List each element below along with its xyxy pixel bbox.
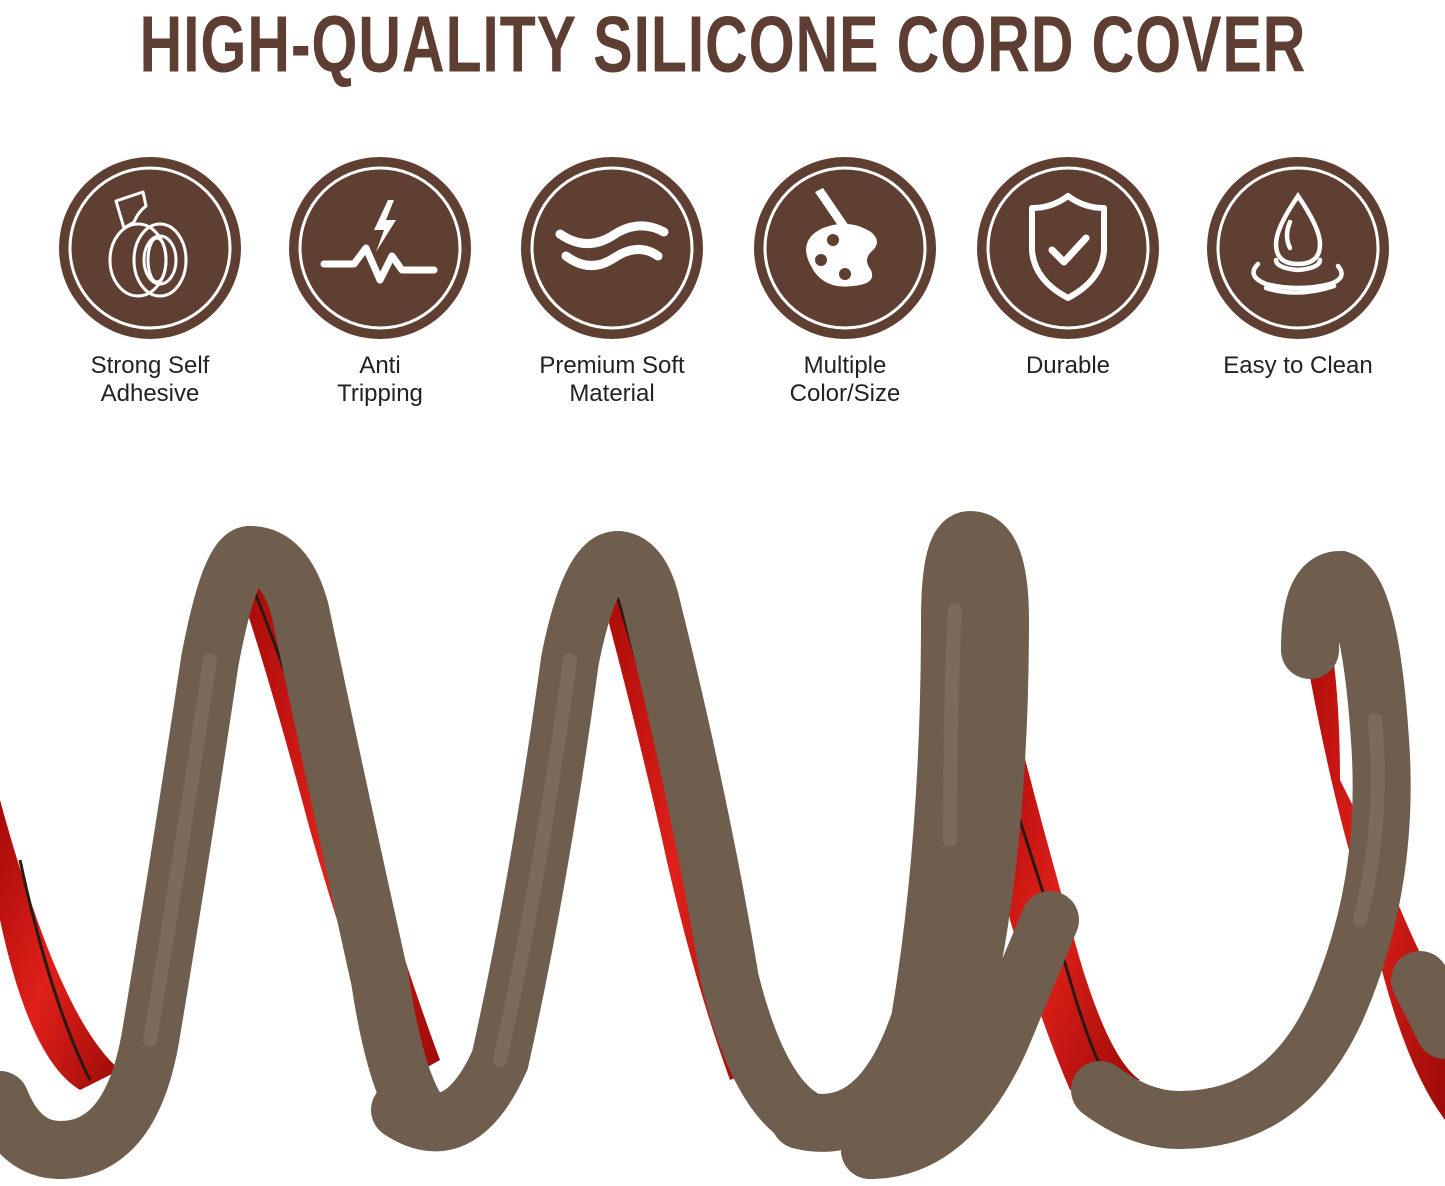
page-title: HIGH-QUALITY SILICONE CORD COVER [0,0,1445,90]
feature-premium-soft-material: Premium Soft Material [502,156,722,408]
feature-badge [976,156,1160,340]
feature-multiple-color-size: Multiple Color/Size [735,156,955,408]
feature-label: Multiple Color/Size [789,352,901,407]
feature-strong-self-adhesive: Strong Self Adhesive [40,156,260,408]
shield-check-icon [977,157,1159,339]
water-drop-icon [1207,157,1389,339]
feature-label: Easy to Clean [1223,352,1373,379]
title-text: HIGH-QUALITY SILICONE CORD COVER [139,0,1306,90]
feature-badge [753,156,937,340]
paint-palette-icon [754,157,936,339]
feature-anti-tripping: Anti Tripping [270,156,490,408]
tape-roll-icon [59,157,241,339]
feature-badge [58,156,242,340]
feature-durable: Durable [958,156,1178,380]
feature-label: Anti Tripping [337,352,423,407]
waves-icon [521,157,703,339]
feature-badge [520,156,704,340]
feature-label: Strong Self Adhesive [90,352,210,407]
product-image-spiral-cord [0,510,1445,1179]
feature-badge [1206,156,1390,340]
lightning-pulse-icon [289,157,471,339]
feature-label: Premium Soft Material [539,352,685,407]
feature-label: Durable [1025,352,1111,379]
feature-easy-to-clean: Easy to Clean [1188,156,1408,380]
feature-badge [288,156,472,340]
